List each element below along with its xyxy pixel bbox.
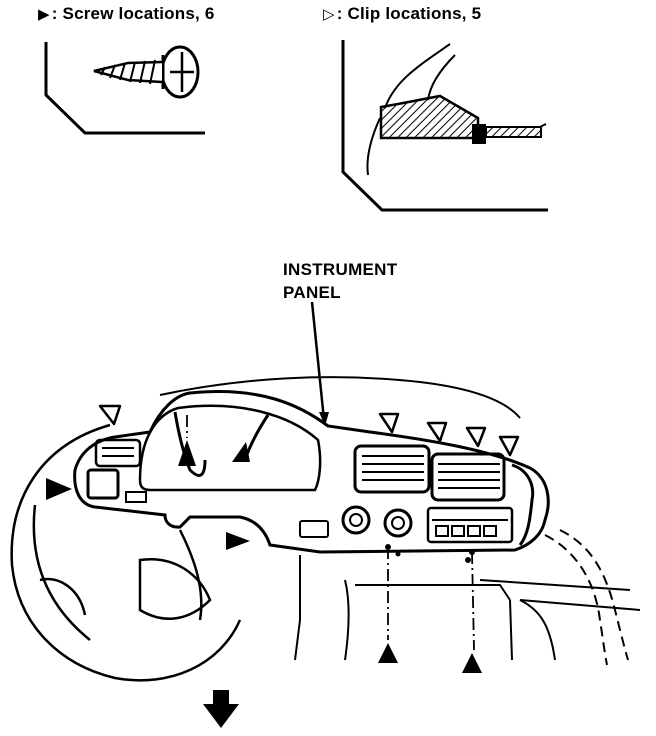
left-vent (86, 438, 147, 503)
clip-marker (426, 421, 448, 443)
clip-inset (341, 40, 548, 212)
screw-marker (232, 442, 250, 462)
screw-leader-lines (186, 415, 475, 651)
screw-marker (462, 653, 482, 673)
dashboard-outline (159, 376, 641, 666)
screw-legend: ▶: Screw locations, 6 (38, 4, 214, 24)
clip-markers (98, 404, 520, 457)
control-switches (299, 506, 514, 544)
screw-inset (44, 42, 205, 135)
clip-marker (98, 404, 122, 426)
clip-icon (366, 43, 547, 176)
clip-legend: ▷: Clip locations, 5 (323, 4, 481, 24)
callout-line-1: INSTRUMENT (283, 260, 398, 279)
screw-marker (378, 643, 398, 663)
down-arrow-icon (203, 690, 239, 728)
clip-marker-symbol: ▷ (323, 6, 335, 23)
screw-icon (93, 45, 200, 99)
clip-marker (378, 412, 400, 434)
clip-marker (498, 435, 520, 457)
clip-legend-text: : Clip locations, 5 (336, 4, 482, 23)
screw-marker (178, 440, 196, 466)
callout-leader (310, 301, 329, 426)
fastener-points (385, 544, 475, 563)
screw-marker (46, 478, 72, 500)
screw-markers (46, 440, 482, 673)
clip-marker (465, 426, 487, 448)
callout-line-2: PANEL (283, 283, 341, 302)
screw-marker-symbol: ▶ (38, 6, 50, 23)
heater-knobs (341, 505, 413, 538)
screw-legend-text: : Screw locations, 6 (51, 4, 215, 23)
center-vents (353, 444, 535, 546)
screw-marker (226, 532, 250, 550)
steering-wheel (10, 423, 242, 682)
instrument-panel-callout: INSTRUMENT PANEL (283, 258, 397, 304)
